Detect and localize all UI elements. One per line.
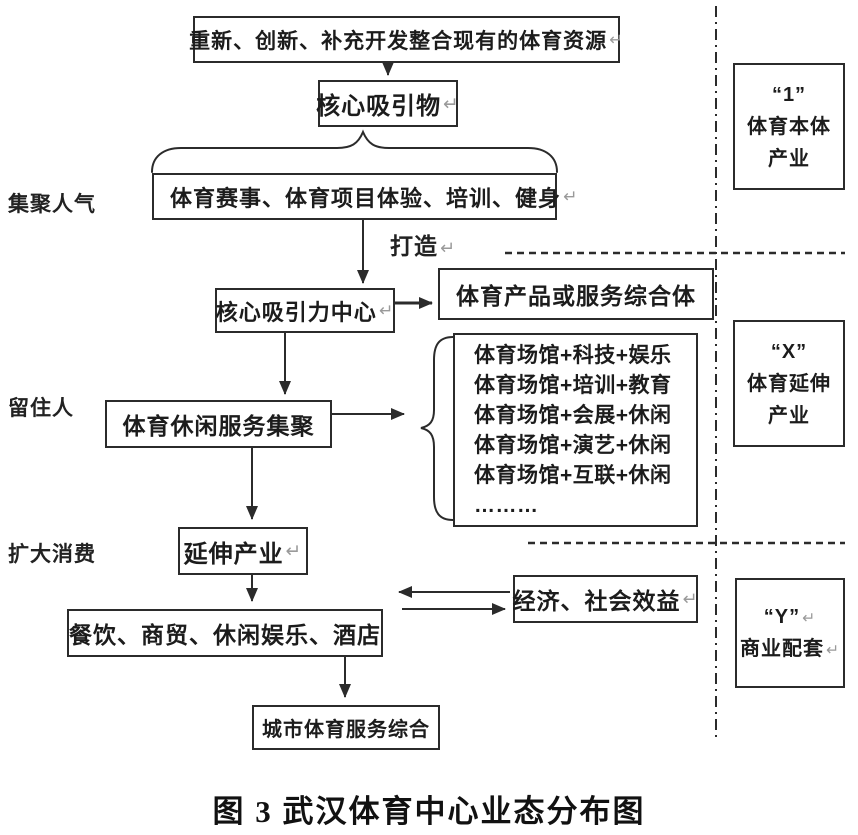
return-mark: ↵ [440,238,457,258]
category-code-x: “X” [770,340,808,363]
brace-top [151,129,558,173]
category-code-y: “Y”↵ [763,606,817,628]
box-sports-product-complex: 体育产品或服务综合体 [438,268,714,320]
return-mark: ↵ [443,92,460,114]
box-core-attraction-center-label: 核心吸引力中心 [215,299,377,325]
box-sports-events: 体育赛事、体育项目体验、培训、健身↵ [152,173,577,220]
category-box-sports-extension: “X” 体育延伸 产业 [733,320,845,447]
return-mark: ↵ [609,30,624,49]
category-line: 体育延伸 [747,372,831,395]
return-mark: ↵ [285,540,303,561]
label-retain-people: 留住人 [8,397,74,420]
return-mark: ↵ [802,610,817,627]
box-sports-product-complex-label: 体育产品或服务综合体 [456,283,696,309]
figure-caption: 图 3 武汉体育中心业态分布图 [212,794,646,829]
box-extension-industry: 延伸产业↵ [178,527,308,575]
box-catering-business: 餐饮、商贸、休闲娱乐、酒店 [67,609,383,657]
venue-list-item: 体育场馆+科技+娱乐 [474,344,672,367]
venue-list-item: 体育场馆+演艺+休闲 [474,434,672,457]
category-box-sports-core: “1” 体育本体 产业 [733,63,845,190]
box-economic-social-benefits: 经济、社会效益↵ [512,575,699,623]
label-build: 打造↵ [390,233,457,259]
box-sports-leisure-cluster-label: 体育休闲服务集聚 [122,413,315,439]
box-sports-leisure-cluster: 体育休闲服务集聚 [105,400,332,448]
box-venue-combinations: 体育场馆+科技+娱乐 体育场馆+培训+教育 体育场馆+会展+休闲 体育场馆+演艺… [453,333,698,527]
box-extension-industry-label: 延伸产业 [183,540,284,568]
return-mark: ↵ [825,642,841,659]
return-mark: ↵ [563,186,579,206]
box-city-sports-service-label: 城市体育服务综合 [262,719,430,741]
category-box-commercial-support: “Y”↵ 商业配套↵ [735,578,845,688]
box-core-attraction: 核心吸引物↵ [316,80,460,127]
category-line: 体育本体 [747,115,831,138]
brace-left [420,336,454,521]
box-resource-integration: 重新、创新、补充开发整合现有的体育资源↵ [189,16,623,63]
venue-list-item-ellipsis: ……… [474,494,539,517]
label-gather-popularity: 集聚人气 [8,193,96,216]
venue-list-item: 体育场馆+培训+教育 [474,374,672,397]
box-catering-business-label: 餐饮、商贸、休闲娱乐、酒店 [69,622,381,648]
box-sports-events-label: 体育赛事、体育项目体验、培训、健身 [170,185,562,211]
box-resource-integration-label: 重新、创新、补充开发整合现有的体育资源 [189,29,608,53]
return-mark: ↵ [682,588,699,609]
venue-list-item: 体育场馆+互联+休闲 [474,464,672,487]
box-city-sports-service: 城市体育服务综合 [252,705,440,750]
category-code-1: “1” [771,83,807,106]
box-core-attraction-center: 核心吸引力中心↵ [215,288,395,333]
label-expand-consumption: 扩大消费 [8,543,96,566]
box-economic-social-benefits-label: 经济、社会效益 [512,588,681,614]
category-line: 产业 [768,404,810,427]
return-mark: ↵ [378,300,395,320]
category-line: 产业 [768,147,810,170]
category-line: 商业配套↵ [739,638,841,660]
venue-list-item: 体育场馆+会展+休闲 [474,404,672,427]
box-core-attraction-label: 核心吸引物 [316,93,442,120]
